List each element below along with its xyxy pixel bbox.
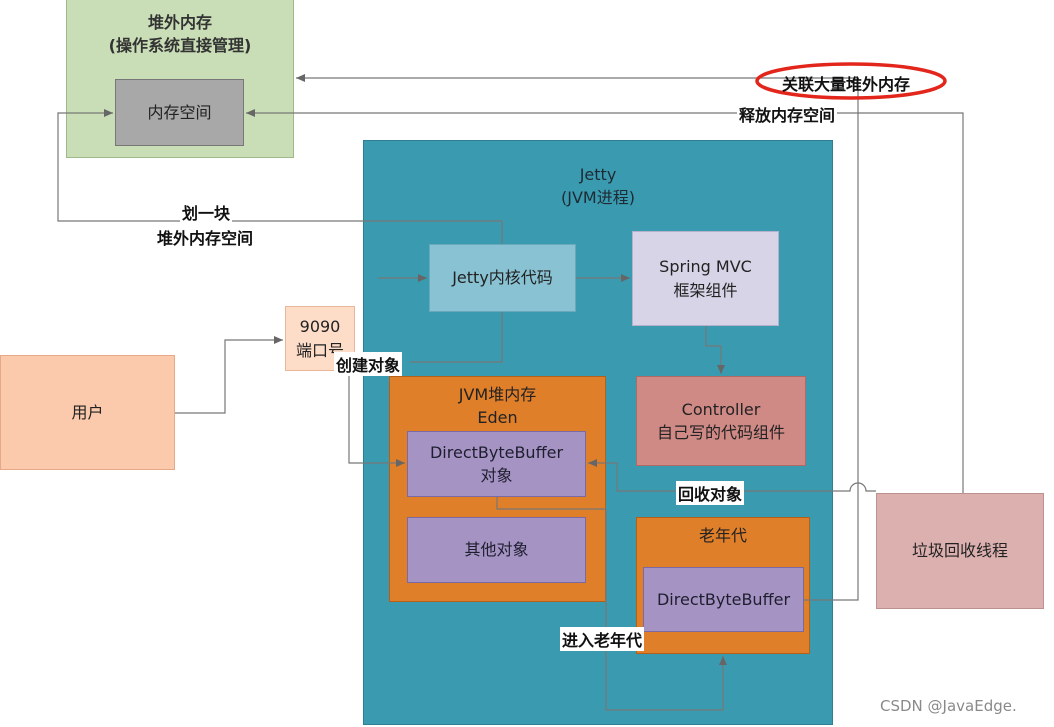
release-arrow: [246, 109, 964, 493]
gc-thread-box: 垃圾回收线程: [876, 493, 1044, 609]
release-label: 释放内存空间: [737, 102, 838, 126]
spring-to-controller-arrow: [705, 326, 725, 374]
eden-title-line2: Eden: [477, 408, 518, 428]
controller-line2: 自己写的代码组件: [656, 423, 785, 442]
promote-label: 进入老年代: [560, 627, 645, 651]
old-gen-dbb-label: DirectByteBuffer: [656, 589, 791, 609]
jetty-core-label: Jetty内核代码: [452, 268, 553, 288]
eden-title-line1: JVM堆内存: [458, 385, 537, 404]
allocate-label-line1: 划一块: [180, 200, 233, 224]
eden-dbb-line1: DirectByteBuffer: [429, 442, 564, 462]
create-object-label: 创建对象: [334, 352, 403, 376]
jetty-core-box: Jetty内核代码: [429, 244, 576, 312]
dbb-to-old-gen-line: [496, 497, 606, 510]
controller-box: Controller 自己写的代码组件: [636, 376, 806, 466]
old-gen-title: 老年代: [698, 526, 747, 545]
memory-space-box: 内存空间: [115, 79, 244, 146]
spring-mvc-line2: 框架组件: [673, 280, 738, 300]
promote-arrow: [605, 509, 727, 711]
jetty-title: Jetty: [579, 165, 617, 184]
associate-label: 关联大量堆外内存: [782, 75, 911, 94]
eden-directbytebuffer-box: DirectByteBuffer 对象: [407, 431, 586, 497]
port-line1: 9090: [299, 317, 341, 337]
port-to-dbb-arrow: [348, 371, 405, 467]
offheap-title: 堆外内存: [147, 13, 212, 32]
user-box: 用户: [0, 355, 175, 470]
old-gen-directbytebuffer-box: DirectByteBuffer: [643, 567, 804, 632]
other-objects-label: 其他对象: [464, 540, 529, 560]
recycle-object-label: 回收对象: [676, 481, 745, 505]
controller-line1: Controller: [681, 399, 761, 419]
eden-dbb-line2: 对象: [480, 466, 513, 485]
jetty-subtitle: (JVM进程): [561, 188, 635, 208]
highlight-ring: [755, 62, 947, 100]
spring-mvc-line1: Spring MVC: [659, 257, 752, 277]
user-to-port-arrow: [175, 336, 283, 414]
gc-thread-label: 垃圾回收线程: [911, 541, 1008, 561]
offheap-subtitle: (操作系统直接管理): [108, 36, 252, 56]
watermark: CSDN @JavaEdge.: [880, 697, 1017, 715]
user-label: 用户: [71, 402, 104, 422]
associate-arrow: [296, 74, 859, 601]
core-create-object-line: [410, 312, 503, 363]
allocate-arrow: [57, 109, 503, 244]
memory-space-label: 内存空间: [147, 102, 212, 122]
allocate-label-line2: 堆外内存空间: [155, 225, 256, 249]
port-line2: 端口号: [295, 340, 344, 360]
other-objects-box: 其他对象: [407, 517, 586, 583]
spring-mvc-box: Spring MVC 框架组件: [632, 231, 779, 326]
recycle-arrow: [588, 459, 876, 492]
